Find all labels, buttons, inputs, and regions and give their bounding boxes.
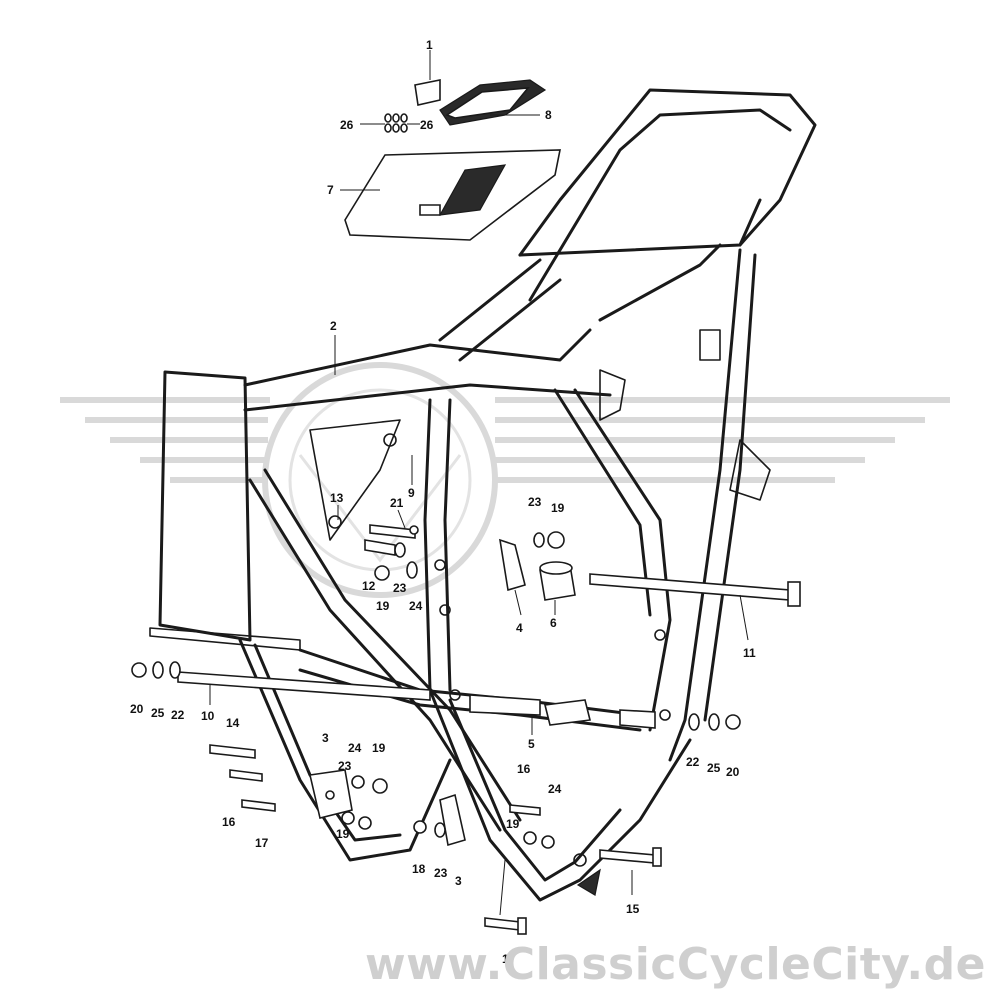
callout-19-mid: 19 [372,741,386,755]
watermark-url: www.ClassicCycleCity.de [364,939,986,990]
callout-23-mid: 23 [338,759,352,773]
callout-21: 21 [390,496,404,510]
bolt-16-right [509,804,555,849]
callout-3-right: 3 [455,874,462,888]
hardware-left-stack [374,542,418,581]
callout-17-left: 17 [255,836,269,850]
callout-23-upper: 23 [528,495,542,509]
callout-15: 15 [626,902,640,916]
callout-24-left: 24 [409,599,423,613]
battery-clip [414,79,441,106]
callout-22-right: 22 [686,755,700,769]
callout-14: 14 [226,716,240,730]
callout-3-left: 3 [322,731,329,745]
pipe-collar-5 [469,694,656,729]
engine-mount-bolt-10 [177,671,431,701]
callout-8: 8 [545,108,552,122]
callout-26-right: 26 [420,118,434,132]
bolt-21 [369,524,419,539]
callout-13: 13 [330,491,344,505]
callout-9: 9 [408,486,415,500]
callout-1: 1 [426,38,433,52]
callout-19-right: 19 [506,817,520,831]
callout-24-right: 24 [548,782,562,796]
engine-plate-3-left [309,769,388,830]
callout-12: 12 [362,579,376,593]
callout-23-lower: 23 [434,866,448,880]
seat-stopper-rubber [439,79,547,126]
callout-19-lower-left: 19 [336,827,350,841]
bracket-4 [499,538,526,592]
callout-2: 2 [330,319,337,333]
callout-18: 18 [412,862,426,876]
bolt-12 [364,539,396,556]
nut-19-upper [547,531,565,549]
engine-plate-3-right [413,793,466,847]
callout-11: 11 [743,646,756,660]
callout-20-right: 20 [726,765,740,779]
callout-25-right: 25 [707,761,721,775]
callout-5: 5 [528,737,535,751]
collar-6 [539,561,576,601]
callout-7: 7 [327,183,334,197]
callout-leaders [209,50,749,916]
grommet-set [384,113,408,133]
bolt-15 [599,847,662,867]
callout-19-left: 19 [376,599,390,613]
callout-22-left: 22 [171,708,185,722]
battery-tray [344,149,561,241]
callout-6: 6 [550,616,557,630]
callout-16-left: 16 [222,815,236,829]
callout-19-upper: 19 [551,501,565,515]
callout-24-mid: 24 [348,741,362,755]
hardware-rear-right [688,713,741,731]
callout-25-left: 25 [151,706,165,720]
callout-26-left: 26 [340,118,354,132]
motorcycle-frame [149,88,817,902]
callout-23-left: 23 [393,581,407,595]
bolt-17-bottom [484,917,527,935]
callout-labels: 1 8 26 26 7 2 9 13 21 23 19 12 23 19 24 … [130,38,756,966]
hardware-front-left [131,661,181,679]
callout-4: 4 [516,621,523,635]
callout-17-bottom: 17 [502,952,516,966]
callout-20-left: 20 [130,702,144,716]
washer-23-upper [533,532,545,548]
hardware-bolt-13 [328,515,342,529]
bolts-14-16-17-left [209,744,276,812]
engine-mount-bolt-11 [589,573,801,607]
rear-footrest-bracket [576,868,601,896]
callout-16-right: 16 [517,762,531,776]
callout-10: 10 [201,709,215,723]
